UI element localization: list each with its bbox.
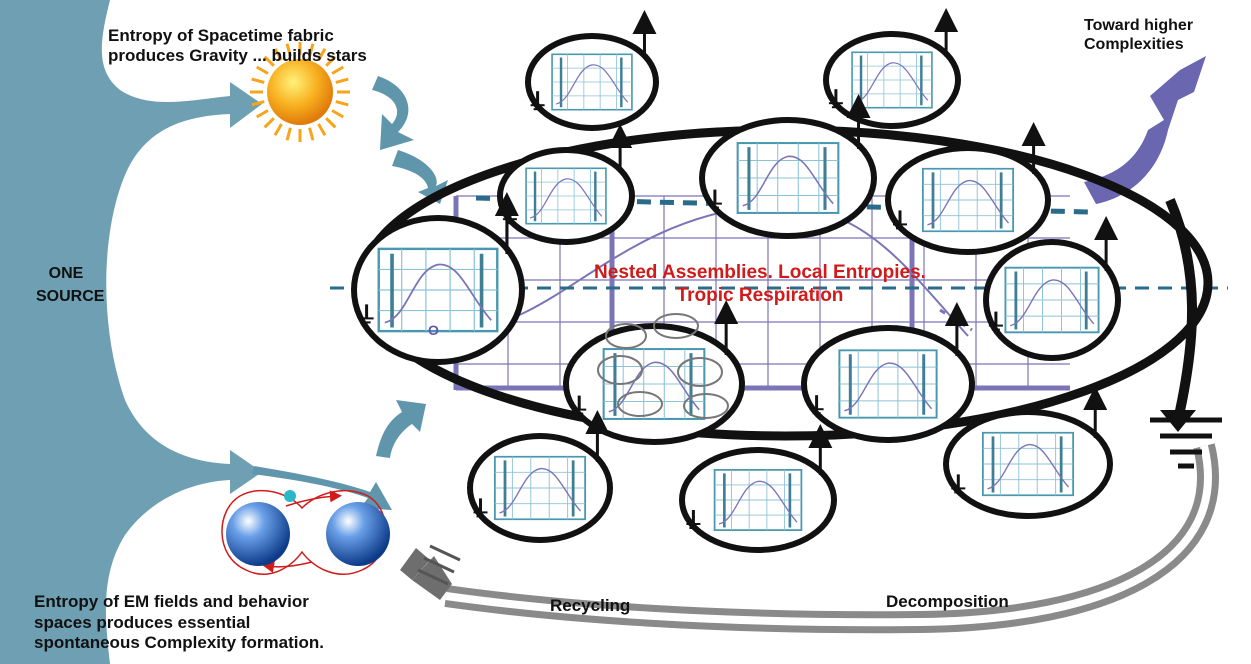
cycle-node (351, 192, 525, 365)
cycle-node (467, 410, 613, 543)
one-source-line1: ONE (48, 265, 84, 282)
gravity-caption-line1: Entropy of Spacetime fabric (108, 26, 334, 45)
decomposition-label: Decomposition (886, 592, 1009, 611)
one-source-shape (0, 0, 262, 664)
flow-arrows (252, 76, 448, 510)
cycle-node (885, 122, 1051, 255)
center-caption: Nested Assemblies. Local Entropies. Trop… (540, 262, 980, 308)
ground-symbol-icon (1150, 417, 1222, 469)
cycle-node (525, 10, 659, 131)
cycle-node (563, 300, 745, 445)
center-caption-line2: Tropic Respiration (676, 284, 844, 306)
recycling-label: Recycling (550, 596, 631, 615)
gravity-caption: Entropy of Spacetime fabric produces Gra… (108, 26, 367, 67)
recycling-loop (400, 443, 1219, 634)
one-source-label: ONE SOURCE (36, 264, 105, 306)
center-caption-line1: Nested Assemblies. Local Entropies. (594, 262, 926, 283)
toward-higher-label: Toward higher Complexities (1084, 16, 1193, 54)
origin-marker: O (428, 322, 439, 338)
down-arrow-to-ground (1165, 198, 1197, 422)
gravity-caption-line2: produces Gravity ... builds stars (108, 46, 367, 66)
em-caption-line2: spaces produces essential (34, 612, 251, 632)
cycle-node (699, 94, 877, 239)
em-caption-line3: spontaneous Complexity formation. (34, 633, 324, 653)
toward-higher-line1: Toward higher (1084, 17, 1194, 34)
cycle-node (497, 124, 635, 245)
cycle-node (823, 8, 961, 129)
em-caption-line1: Entropy of EM fields and behavior (34, 592, 309, 611)
em-caption: Entropy of EM fields and behavior spaces… (34, 592, 324, 654)
cycle-node (983, 216, 1121, 361)
cycle-node (801, 302, 975, 443)
sun-icon (250, 42, 350, 142)
cycle-node (943, 386, 1113, 519)
cycle-node (679, 424, 837, 553)
atom-pair-icon (221, 489, 390, 575)
toward-higher-arrow (1084, 56, 1206, 204)
cycle-nodes (351, 8, 1121, 553)
toward-higher-line2: Complexities (1084, 36, 1184, 54)
gear-cluster (597, 313, 729, 419)
one-source-line2: SOURCE (36, 288, 105, 306)
